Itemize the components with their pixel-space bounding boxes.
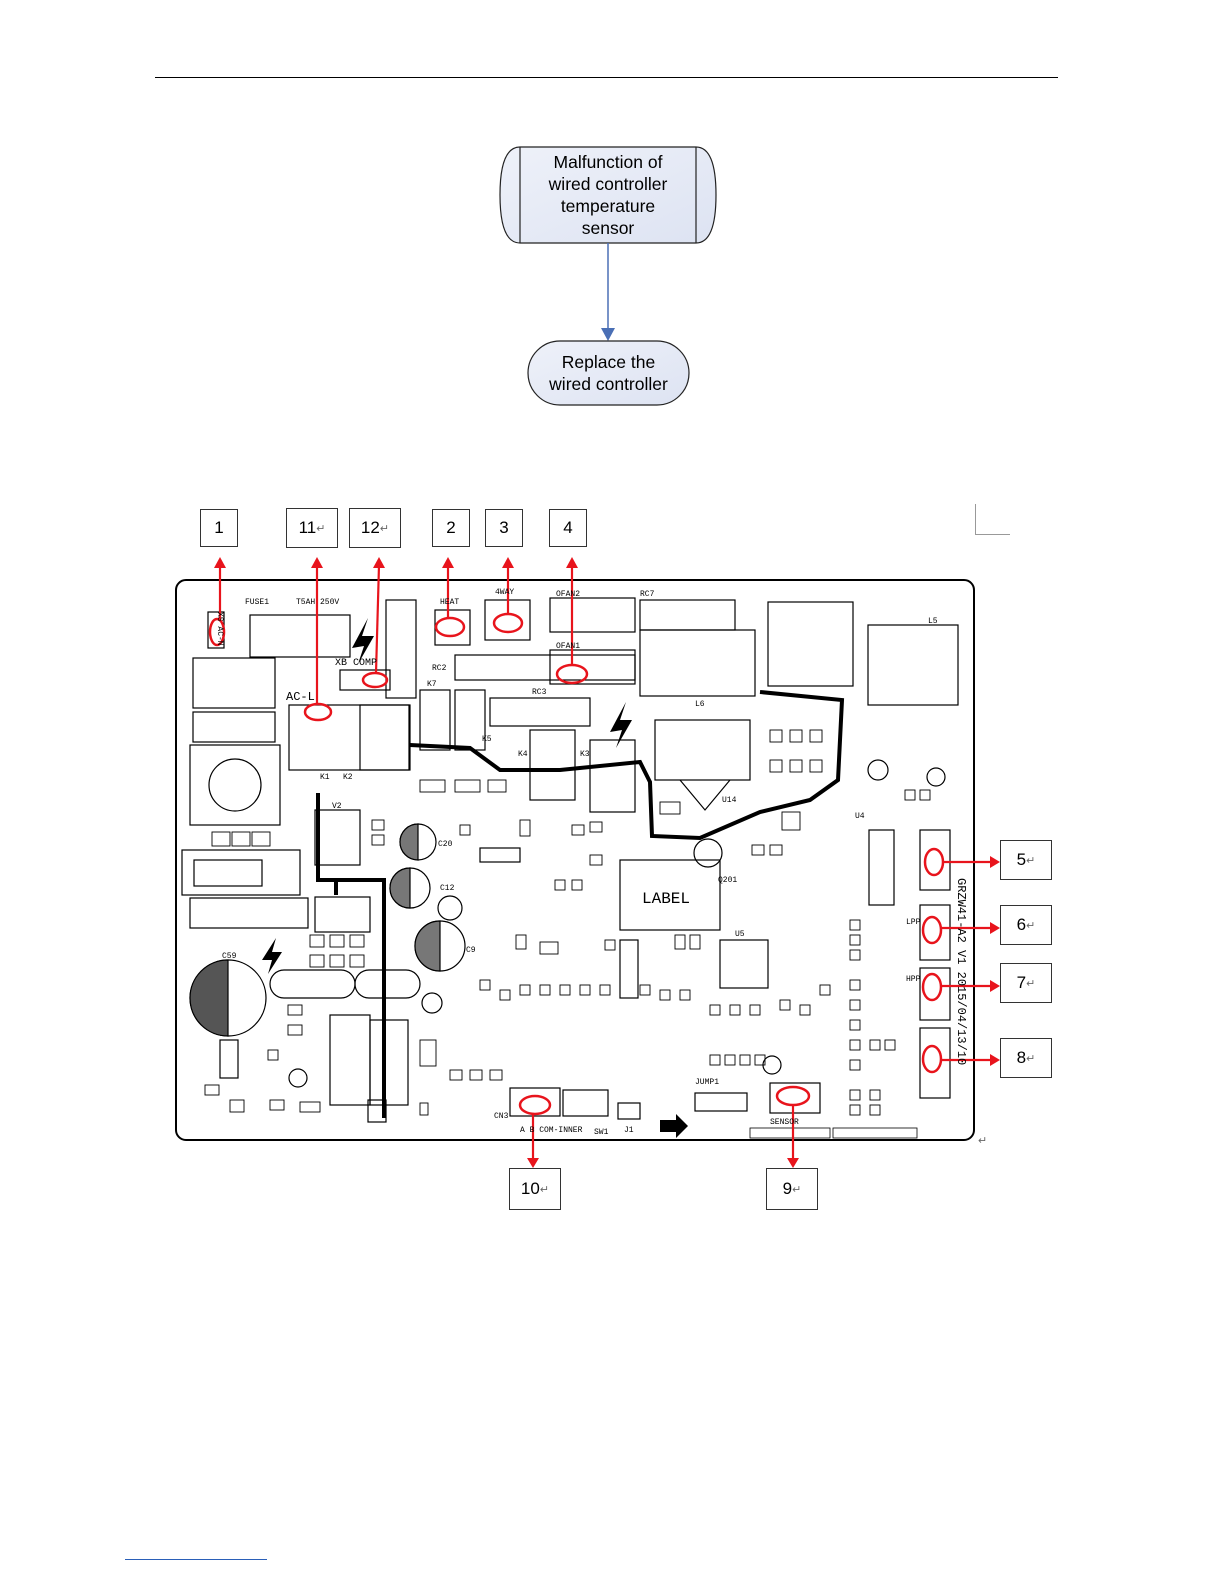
label-hpp: HPP [906,975,921,984]
label-c20: C20 [438,840,453,849]
label-com-inner: A B COM-INNER [520,1126,583,1135]
label-u14: U14 [722,796,737,805]
label-ac-l: AC-L [286,690,315,704]
label-comp: XB COMP [335,658,378,669]
label-c59: C59 [222,952,237,961]
label-fuse-rating: T5AH 250V [296,598,340,607]
flow-end-line-2: wired controller [549,374,668,394]
label-heat: HEAT [440,598,460,607]
flow-arrow [601,243,615,341]
pin-strip-bottom [749,1127,918,1139]
label-j1: J1 [624,1126,634,1135]
label-rc7: RC7 [640,590,655,599]
label-ofan2: OFAN2 [556,590,581,599]
callout-12: 12↵ [349,508,401,548]
label-c12: C12 [440,884,455,893]
label-k5: K5 [482,735,492,744]
label-k7: K7 [427,680,437,689]
callout-9: 9↵ [766,1168,818,1210]
header-rule [155,77,1058,78]
direction-arrow-mark [660,1114,688,1138]
label-c9: C9 [466,946,476,955]
label-jump: JUMP1 [695,1078,720,1087]
callout-arrows [214,557,1000,1168]
label-label: LABEL [642,890,691,908]
label-4way: 4WAY [495,588,515,597]
callout-2: 2 [432,509,470,547]
label-model: GRZW41-A2 V1 2015/04/13/10 [954,878,968,1066]
flow-end-line-1: Replace the [561,352,656,372]
label-rc2: RC2 [432,664,447,673]
label-l5: L5 [928,617,938,626]
callout-7: 7↵ [1000,963,1052,1003]
flow-end-text: Replace the wired controller [528,351,689,395]
pcb-smd-pads [204,729,931,1116]
corner-crop-mark [975,504,1010,535]
pcb-traces [316,690,845,1118]
flow-start-text: Malfunction of wired controller temperat… [520,151,696,239]
label-l6: L6 [695,700,705,709]
flow-start-line-1: Malfunction of [553,152,663,172]
flow-start-line-3: temperature [560,196,656,216]
label-ac-n: XS AC-N [215,612,224,646]
flow-start-line-4: sensor [581,218,635,238]
label-sensor: SENSOR [770,1118,799,1127]
label-lpp: LPP [906,918,921,927]
label-ofan1: OFAN1 [556,642,581,651]
label-u4: U4 [855,812,865,821]
label-u5: U5 [735,930,745,939]
label-k3: K3 [580,750,590,759]
flow-end-node [527,340,690,406]
high-voltage-symbols [262,618,632,974]
label-rc3: RC3 [532,688,547,697]
footer-rule [125,1559,267,1560]
callout-3: 3 [485,509,523,547]
callout-8: 8↵ [1000,1038,1052,1078]
label-cn3: CN3 [494,1112,509,1121]
label-sw1: SW1 [594,1128,609,1137]
callout-5: 5↵ [1000,840,1052,880]
pcb-components [181,597,959,1123]
callout-10: 10↵ [509,1168,561,1210]
callout-11: 11↵ [286,508,338,548]
pcb-outline [175,579,975,1141]
callout-6: 6↵ [1000,905,1052,945]
flow-start-node [499,146,717,244]
label-k4: K4 [518,750,528,759]
flow-start-line-2: wired controller [548,174,668,194]
callout-4: 4 [549,509,587,547]
label-fuse: FUSE1 [245,598,270,607]
label-v2: V2 [332,802,342,811]
label-k1: K1 [320,773,330,782]
paragraph-mark: ↵ [978,1135,988,1147]
label-k2: K2 [343,773,353,782]
label-q201: Q201 [718,876,738,885]
flowchart [499,146,717,406]
callout-1: 1 [200,509,238,547]
